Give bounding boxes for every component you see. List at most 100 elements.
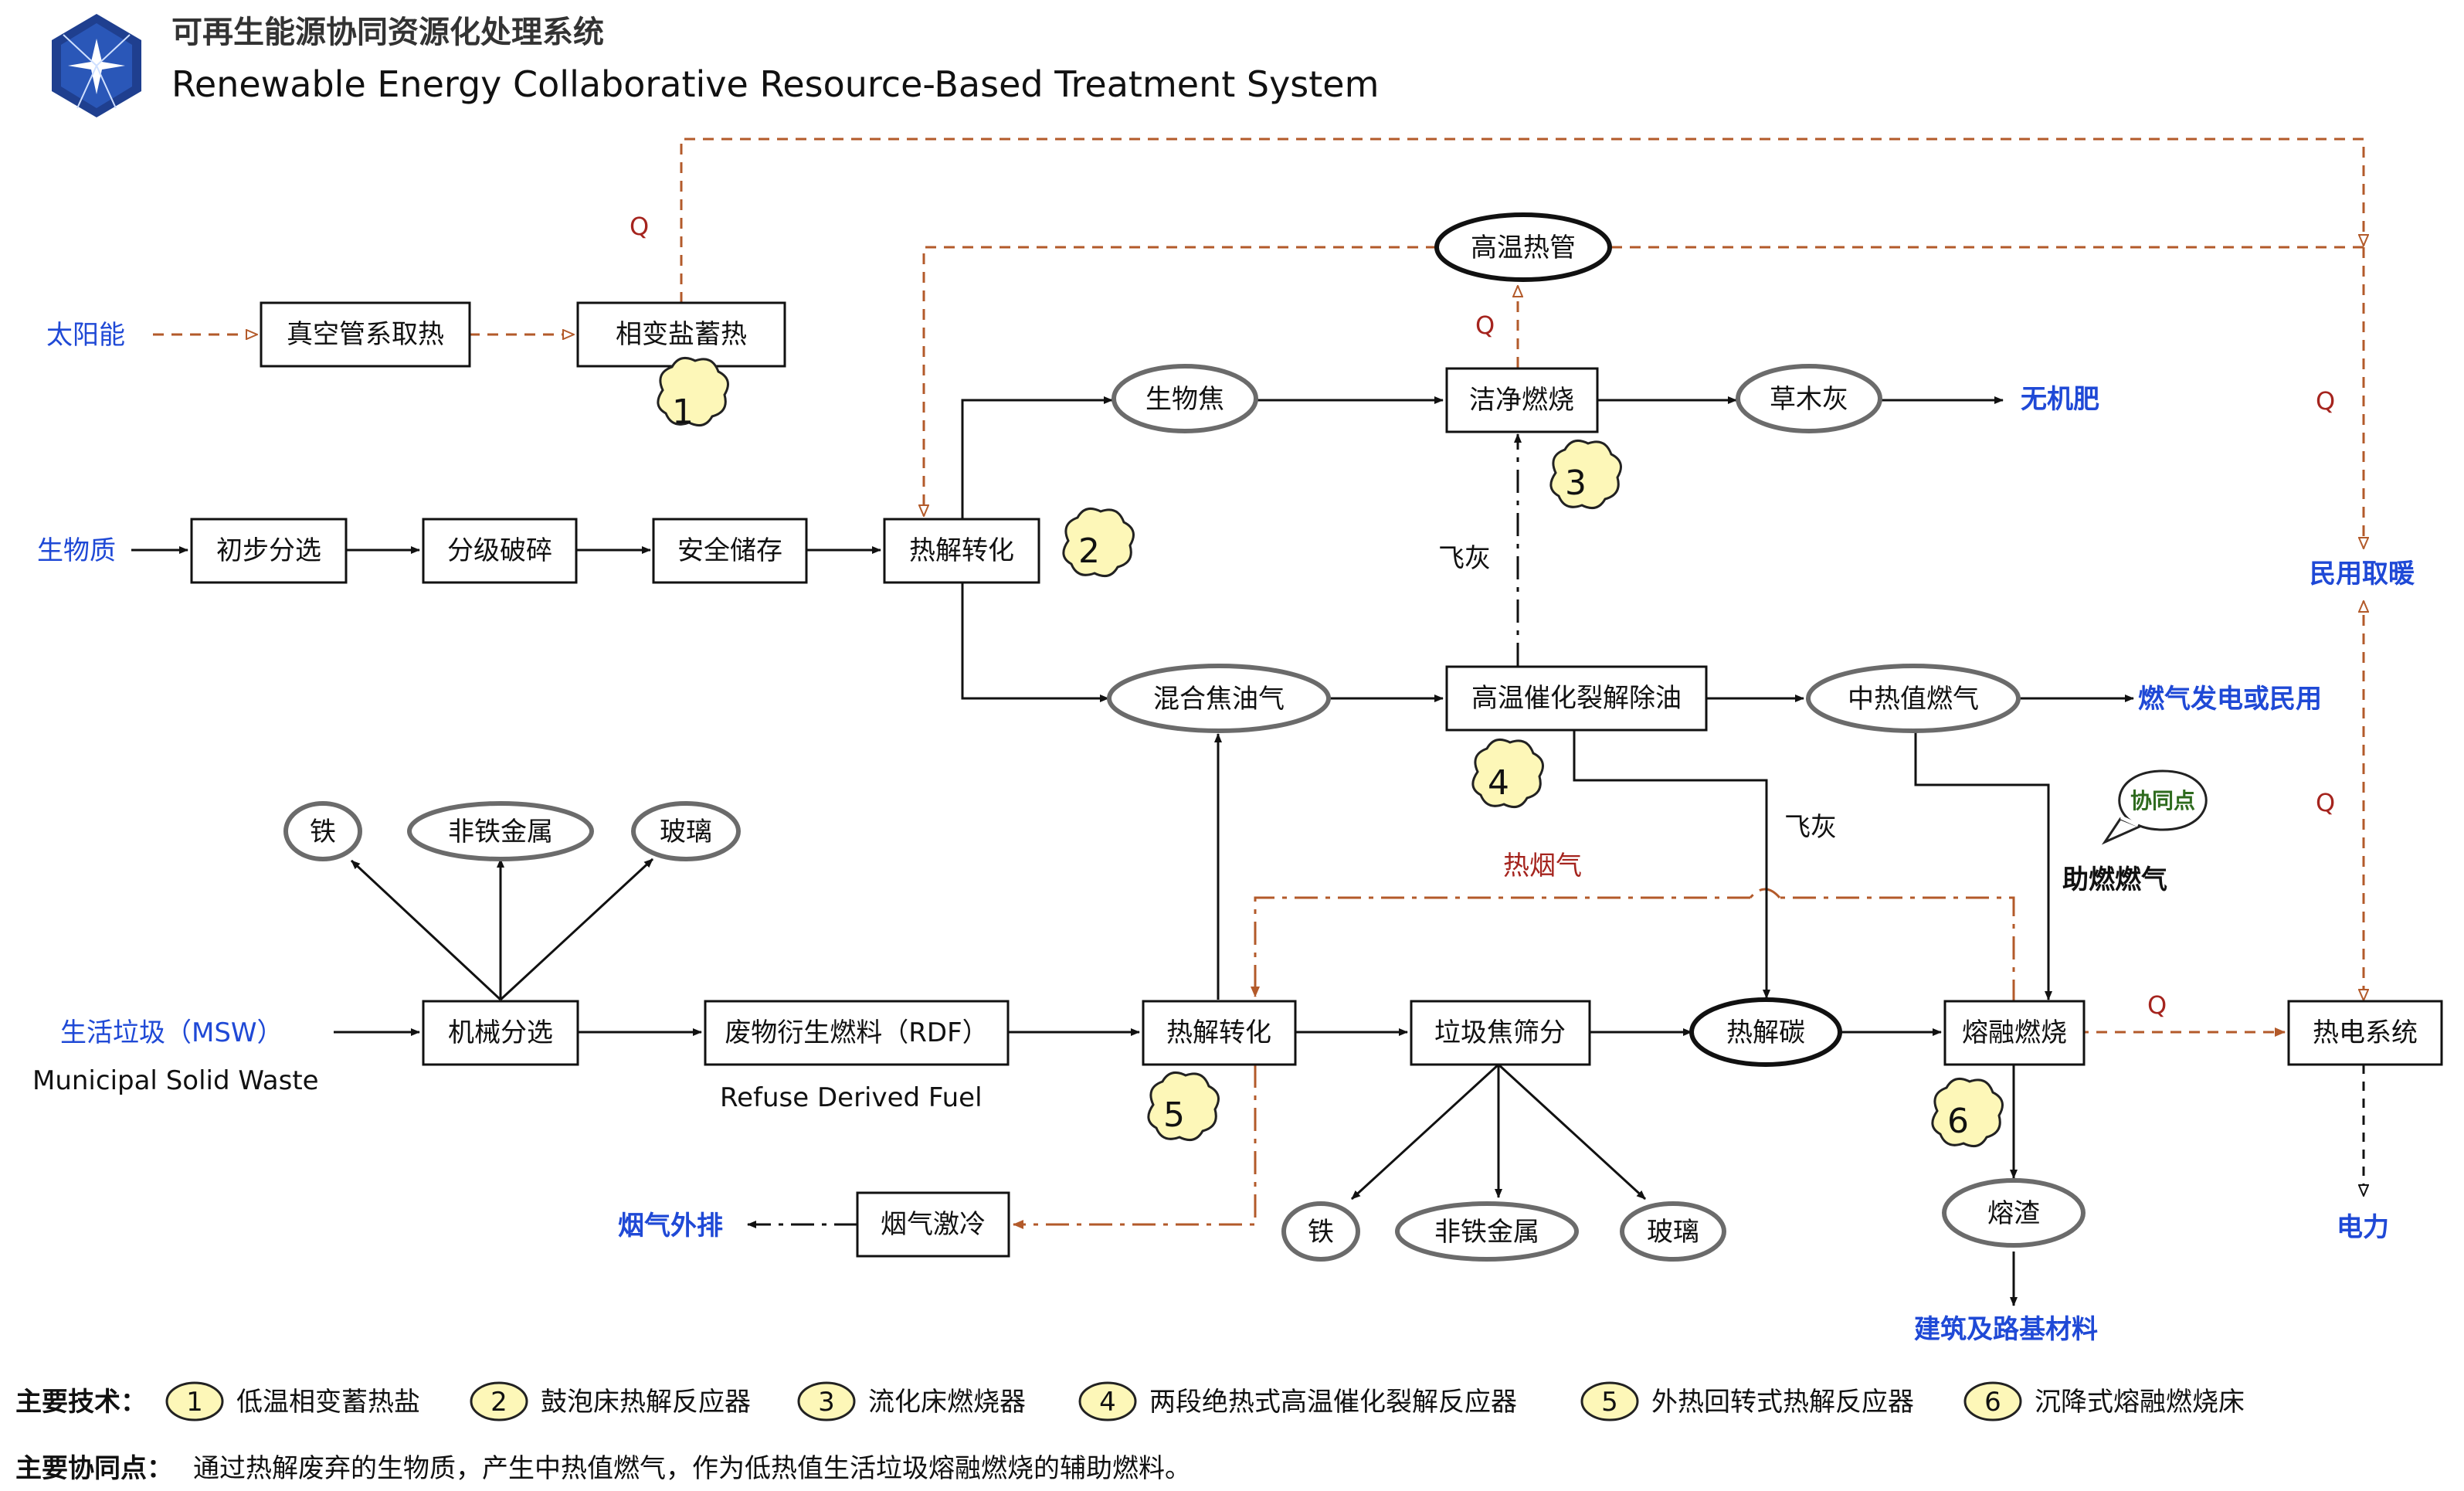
svg-text:6: 6 — [1947, 1102, 1969, 1141]
node-pyrolysis-biomass: 热解转化 — [883, 518, 1040, 584]
svg-text:草木灰: 草木灰 — [1770, 384, 1848, 415]
svg-text:分级破碎: 分级破碎 — [447, 535, 552, 566]
tech-marker-6: 6 — [1931, 1077, 2004, 1148]
output-civil-heating: 民用取暖 — [2310, 559, 2415, 589]
node-safe-storage: 安全储存 — [652, 518, 808, 584]
tech-marker-5: 5 — [1147, 1071, 1220, 1142]
legend-synergy-label: 主要协同点： — [15, 1453, 173, 1484]
svg-text:4: 4 — [1488, 763, 1509, 803]
svg-text:两段绝热式高温催化裂解反应器: 两段绝热式高温催化裂解反应器 — [1149, 1387, 1517, 1418]
svg-text:垃圾焦筛分: 垃圾焦筛分 — [1434, 1017, 1566, 1048]
legend-item-4: 4 两段绝热式高温催化裂解反应器 — [1078, 1381, 1517, 1421]
svg-text:2: 2 — [1078, 532, 1100, 571]
node-flue-quench: 烟气激冷 — [856, 1191, 1010, 1258]
node-mid-heat-gas: 中热值燃气 — [1806, 664, 2021, 733]
node-coke-screen: 垃圾焦筛分 — [1410, 1000, 1591, 1066]
legend-item-6: 6 沉降式熔融燃烧床 — [1963, 1381, 2245, 1421]
node-glass-top: 玻璃 — [631, 801, 741, 861]
svg-text:混合焦油气: 混合焦油气 — [1153, 684, 1285, 715]
synergy-point-label: 协同点 — [2130, 788, 2195, 813]
input-solar: 太阳能 — [46, 320, 125, 351]
node-rdf: 废物衍生燃料（RDF） — [704, 1000, 1010, 1066]
output-electricity: 电力 — [2337, 1212, 2389, 1243]
node-grade-crush: 分级破碎 — [422, 518, 578, 584]
svg-text:3: 3 — [818, 1387, 835, 1418]
node-biochar: 生物焦 — [1112, 364, 1258, 433]
q-label-3: Q — [2316, 386, 2335, 416]
svg-text:5: 5 — [1601, 1387, 1618, 1418]
flow-lines — [131, 396, 2134, 1306]
svg-text:生物焦: 生物焦 — [1145, 384, 1224, 415]
label-fly-ash-2: 飞灰 — [1784, 812, 1837, 843]
node-phase-change-salt: 相变盐蓄热 — [576, 301, 786, 368]
output-building-material: 建筑及路基材料 — [1914, 1314, 2098, 1345]
node-clean-combustion: 洁净燃烧 — [1445, 367, 1599, 433]
svg-text:1: 1 — [672, 392, 694, 432]
tech-marker-2: 2 — [1062, 507, 1135, 578]
node-pyrolysis-carbon: 热解碳 — [1689, 997, 1842, 1067]
node-nonferrous-bottom: 非铁金属 — [1395, 1201, 1579, 1262]
node-mechanical-sort: 机械分选 — [422, 1000, 579, 1066]
svg-text:非铁金属: 非铁金属 — [1434, 1217, 1539, 1248]
legend-item-3: 3 流化床燃烧器 — [797, 1381, 1026, 1421]
title-english: Renewable Energy Collaborative Resource-… — [171, 63, 1379, 105]
legend-synergy-text: 通过热解废弃的生物质，产生中热值燃气，作为低热值生活垃圾熔融燃烧的辅助燃料。 — [193, 1453, 1191, 1484]
svg-text:2: 2 — [490, 1387, 507, 1418]
svg-text:洁净燃烧: 洁净燃烧 — [1469, 385, 1574, 416]
svg-text:铁: 铁 — [310, 817, 336, 847]
input-msw-english: Municipal Solid Waste — [32, 1065, 319, 1096]
svg-text:热电系统: 热电系统 — [2313, 1017, 2418, 1048]
title-chinese: 可再生能源协同资源化处理系统 — [171, 15, 604, 50]
legend-main-tech-label: 主要技术： — [15, 1387, 147, 1418]
node-primary-sort: 初步分选 — [190, 518, 348, 584]
tech-marker-4: 4 — [1471, 738, 1544, 809]
svg-text:玻璃: 玻璃 — [660, 817, 712, 847]
node-thermal-power: 热电系统 — [2287, 1000, 2443, 1066]
node-iron-bottom: 铁 — [1281, 1201, 1360, 1262]
svg-text:非铁金属: 非铁金属 — [448, 817, 553, 847]
legend-item-1: 1 低温相变蓄热盐 — [165, 1381, 420, 1421]
node-melt-combustion: 熔融燃烧 — [1943, 1000, 2086, 1066]
node-glass-bottom: 玻璃 — [1620, 1201, 1726, 1262]
svg-text:热解转化: 热解转化 — [909, 535, 1014, 566]
svg-text:鼓泡床热解反应器: 鼓泡床热解反应器 — [541, 1387, 751, 1418]
tech-marker-3: 3 — [1549, 439, 1622, 510]
output-inorganic-fertilizer: 无机肥 — [2021, 384, 2099, 415]
svg-text:高温热管: 高温热管 — [1471, 233, 1576, 263]
q-label-1: Q — [630, 212, 649, 241]
svg-text:3: 3 — [1565, 464, 1587, 503]
node-slag: 熔渣 — [1942, 1178, 2086, 1248]
legend-item-5: 5 外热回转式热解反应器 — [1580, 1381, 1914, 1421]
node-vacuum-tube: 真空管系取热 — [260, 301, 471, 368]
node-pyrolysis-msw: 热解转化 — [1142, 1000, 1297, 1066]
label-hot-flue-gas: 热烟气 — [1503, 851, 1582, 881]
svg-text:外热回转式热解反应器: 外热回转式热解反应器 — [1651, 1387, 1914, 1418]
svg-text:相变盐蓄热: 相变盐蓄热 — [616, 319, 747, 350]
node-nonferrous-top: 非铁金属 — [407, 801, 594, 861]
svg-text:废物衍生燃料（RDF）: 废物衍生燃料（RDF） — [725, 1017, 988, 1048]
svg-text:熔融燃烧: 熔融燃烧 — [1962, 1017, 2067, 1048]
input-biomass: 生物质 — [37, 535, 116, 566]
svg-text:安全储存: 安全储存 — [677, 535, 782, 566]
q-label-5: Q — [2147, 990, 2167, 1020]
svg-text:热解碳: 热解碳 — [1726, 1017, 1805, 1048]
svg-text:初步分选: 初步分选 — [216, 535, 321, 566]
svg-text:玻璃: 玻璃 — [1647, 1217, 1699, 1248]
q-label-2: Q — [1475, 311, 1495, 340]
legend: 主要技术： 1 低温相变蓄热盐 2 鼓泡床热解反应器 3 流化床燃烧器 4 两段… — [15, 1381, 2245, 1484]
node-mixed-tar-gas: 混合焦油气 — [1107, 664, 1331, 733]
svg-text:真空管系取热: 真空管系取热 — [287, 319, 444, 350]
legend-item-2: 2 鼓泡床热解反应器 — [470, 1381, 751, 1421]
svg-text:流化床燃烧器: 流化床燃烧器 — [868, 1387, 1026, 1418]
speech-bubble-icon: 协同点 — [2101, 769, 2208, 845]
svg-text:熔渣: 熔渣 — [1987, 1198, 2040, 1229]
node-catalytic-cracking: 高温催化裂解除油 — [1445, 665, 1708, 732]
logo-icon — [52, 14, 141, 117]
tech-marker-1: 1 — [657, 356, 729, 432]
node-high-temp-heat-pipe: 高温热管 — [1434, 212, 1612, 282]
svg-text:5: 5 — [1163, 1095, 1185, 1135]
svg-text:6: 6 — [1984, 1387, 2001, 1418]
svg-text:低温相变蓄热盐: 低温相变蓄热盐 — [236, 1387, 420, 1418]
label-assist-gas: 助燃燃气 — [2062, 864, 2167, 895]
